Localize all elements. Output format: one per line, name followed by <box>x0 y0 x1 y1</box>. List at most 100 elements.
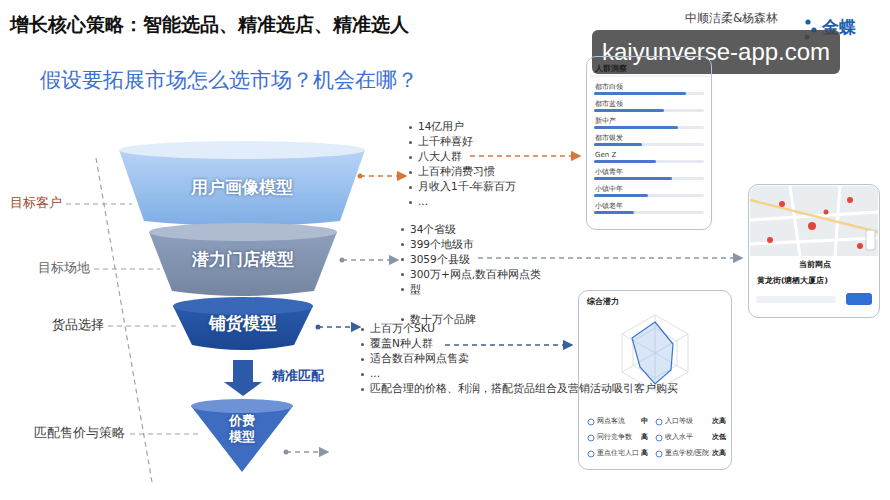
bar-track <box>594 109 704 112</box>
bullet-item: 399个地级市 <box>410 237 542 252</box>
screen-panel: 人群洞察都市白领都市蓝领新中产都市银发Gen Z小镇青年小镇中年小镇老年 <box>586 56 712 230</box>
funnel-body <box>119 150 365 226</box>
block-arrow <box>224 360 262 396</box>
screen-text: 人群洞察 <box>595 64 627 73</box>
screen-text: 黄龙街(塘栖大厦店) <box>757 277 828 286</box>
bar-track <box>594 143 704 146</box>
screen-text: Gen Z <box>595 151 616 159</box>
map-screen <box>748 184 880 318</box>
screen-text: 新中产 <box>595 117 616 125</box>
bullet-item: 上百种消费习惯 <box>418 165 495 177</box>
subtitle: 假设要拓展市场怎么选市场？机会在哪？ <box>40 68 418 92</box>
screen-text: 都市蓝领 <box>595 100 623 108</box>
bullet-dot <box>409 156 412 159</box>
bullet-dot <box>401 258 404 261</box>
funnel-layer: 潜力门店模型 <box>148 222 338 298</box>
bar-track <box>594 194 704 197</box>
screen-text: 综合潜力 <box>587 297 619 306</box>
edge-label: 精准匹配 <box>272 369 324 384</box>
bullet-dot <box>361 358 364 361</box>
layer-label: 潜力门店模型 <box>148 250 338 270</box>
screen-text: 次高 <box>712 418 726 425</box>
funnel-rim <box>119 141 365 159</box>
bullet-dot <box>361 328 364 331</box>
funnel-rim <box>173 297 313 315</box>
bullet-dot <box>409 171 412 174</box>
bullet-dot <box>409 186 412 189</box>
bullet-dot <box>361 373 364 376</box>
funnel-rim <box>149 223 337 241</box>
bullet-dot <box>361 388 364 391</box>
screen-text: 高 <box>641 450 648 457</box>
bar-fill <box>594 92 686 95</box>
side-label: 目标场地 <box>38 261 90 276</box>
author-note: 中顺洁柔&杨森林 <box>685 12 778 26</box>
bullet-dot <box>401 243 404 246</box>
screen-panel: 综合潜力网点客流中入口等级次高同行竞争数高收入水平次低重点住宅人口高重点学校/医… <box>578 290 732 470</box>
screen-text: 重点住宅人口 <box>597 450 639 457</box>
bullet-dot <box>401 273 404 276</box>
bullet-item: 3059个县级 <box>410 252 542 267</box>
screen-text: 次高 <box>712 450 726 457</box>
funnel-layer: 铺货模型 <box>172 296 314 352</box>
side-label: 货品选择 <box>52 318 104 333</box>
bar-track <box>594 211 704 214</box>
watermark: kaiyunverse-app.com <box>592 30 840 74</box>
screen-text: 都市白领 <box>595 83 623 91</box>
layer-label: 用户画像模型 <box>118 178 366 198</box>
bullet-item: 适合数百种网点售卖 <box>370 352 469 364</box>
bullet-dot <box>409 141 412 144</box>
side-label: 目标客户 <box>10 196 62 211</box>
bullet-item: ... <box>410 282 542 297</box>
bar-track <box>594 177 704 180</box>
bullet-dot <box>401 288 404 291</box>
bullet-dot <box>409 126 412 129</box>
bar-fill <box>594 194 648 197</box>
funnel-body <box>149 232 337 296</box>
bullet-item: 八大人群 <box>418 150 462 162</box>
screen-text: 小镇中年 <box>595 185 623 193</box>
screen-text: 都市银发 <box>595 134 623 142</box>
side-label: 匹配售价与策略 <box>34 426 125 441</box>
funnel-layer: 用户画像模型 <box>118 140 366 228</box>
bullet-dot <box>401 318 404 321</box>
screen-text: 次低 <box>712 434 726 441</box>
bar-track <box>594 160 704 163</box>
bullet-item: 34个省级 <box>410 222 542 237</box>
bullet-dot <box>401 228 404 231</box>
radar-screen <box>578 290 732 470</box>
bullet-item: ... <box>418 195 428 207</box>
funnel-rim <box>191 399 293 413</box>
bar-fill <box>594 109 664 112</box>
screen-text: 网点客流 <box>597 418 625 425</box>
title: 增长核心策略：智能选品、精准选店、精准选人 <box>10 14 409 36</box>
bar-track <box>594 126 704 129</box>
bar-fill <box>594 126 678 129</box>
bullet-item: 月收入1千-年薪百万 <box>418 180 516 192</box>
bullet-item: 14亿用户 <box>418 120 464 132</box>
bullet-item: ... <box>370 367 380 379</box>
bar-fill <box>594 211 634 214</box>
screen-text: 收入水平 <box>665 434 693 441</box>
screen-text: 重点学校/医院 <box>665 450 709 457</box>
screen-text: 入口等级 <box>665 418 693 425</box>
phone-screen <box>586 56 712 230</box>
screen-text: 小镇青年 <box>595 168 623 176</box>
bullet-item: 300万+网点,数百种网点类型 <box>410 267 542 296</box>
bullet-dot <box>409 201 412 204</box>
bar-track <box>594 92 704 95</box>
layer-label: 铺货模型 <box>172 314 314 334</box>
bullet-item: 覆盖N种人群 <box>370 337 433 349</box>
bullet-item: 上千种喜好 <box>418 135 473 147</box>
bar-fill <box>594 143 642 146</box>
screen-text: 同行竞争数 <box>597 434 632 441</box>
bullet-dot <box>361 343 364 346</box>
screen-text: 高 <box>641 434 648 441</box>
funnel-layer: 价费 模型 <box>190 398 294 472</box>
screen-text: 中 <box>641 418 648 425</box>
bullet-item: 匹配合理的价格、利润，搭配货品组合及营销活动吸引客户购买 <box>370 382 678 394</box>
layer-label: 价费 模型 <box>227 413 257 444</box>
edge-layer <box>224 360 262 396</box>
funnel-tip <box>191 406 293 472</box>
